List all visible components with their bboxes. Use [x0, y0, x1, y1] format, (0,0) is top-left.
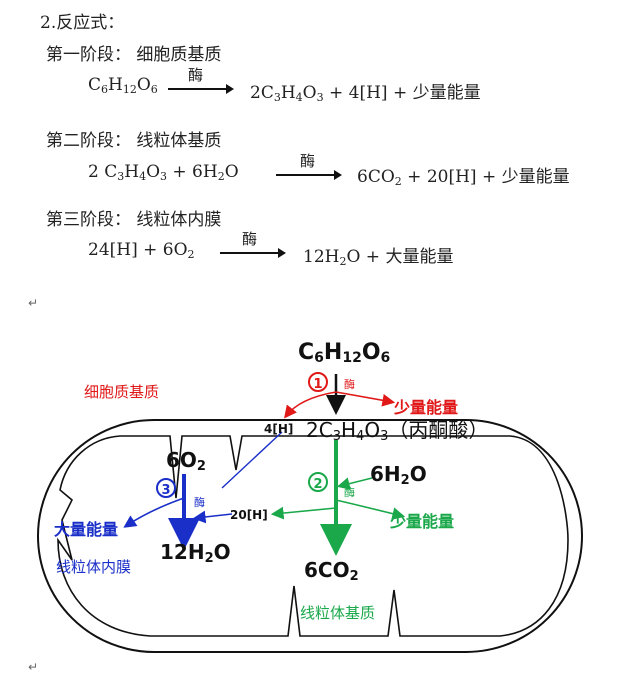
step2-circle — [308, 472, 328, 492]
inner-membrane-label: 线粒体内膜 — [56, 558, 132, 576]
step3-number: 3 — [161, 483, 170, 498]
h4-label: 4[H] — [264, 422, 294, 436]
step3-circle — [156, 478, 176, 498]
arrow-h4-to-membrane — [221, 431, 283, 489]
stage1-enzyme: 酶 — [188, 66, 204, 84]
stage3-arrow — [220, 248, 286, 258]
co2-label: 6CO2 — [304, 558, 359, 584]
enzyme-label-2: 酶 — [344, 486, 355, 499]
stage2-enzyme: 酶 — [300, 152, 316, 170]
step1-circle — [308, 372, 328, 392]
arrow-h4 — [284, 391, 337, 419]
stage1-title: 第一阶段： 细胞质基质 — [46, 45, 222, 65]
stage2-title: 第二阶段： 线粒体基质 — [46, 131, 222, 151]
stage3-enzyme: 酶 — [242, 230, 258, 248]
matrix-label: 线粒体基质 — [300, 604, 376, 622]
arrow-energy-1 — [335, 391, 396, 407]
large-energy-label: 大量能量 — [54, 520, 119, 539]
enzyme-label-1: 酶 — [344, 378, 355, 391]
h20-label: 20[H] — [230, 508, 268, 522]
pyruvate-label: 2C3H4O3（丙酮酸） — [306, 418, 489, 444]
paragraph-mark: ↵ — [28, 296, 39, 310]
stage3-product: 12H2O + 大量能量 — [303, 247, 454, 268]
stage1-product: 2C3H4O3 + 4[H] + 少量能量 — [250, 83, 481, 104]
cytoplasm-label: 细胞质基质 — [84, 383, 160, 401]
arrow-h20-in — [192, 510, 233, 524]
section-title: 2.反应式： — [40, 13, 125, 33]
step2-number: 2 — [313, 477, 322, 492]
stage2-reactant: 2 C3H4O3 + 6H2O — [88, 162, 239, 183]
stage2-product: 6CO2 + 20[H] + 少量能量 — [357, 167, 570, 188]
diagram-glucose: C6H12O6 — [298, 340, 391, 366]
enzyme-label-3: 酶 — [194, 496, 205, 509]
stage2-arrow — [276, 170, 342, 180]
h2o-in-label: 6H2O — [370, 462, 427, 488]
h2o-out-label: 12H2O — [160, 540, 231, 566]
o2-label: 6O2 — [166, 448, 206, 474]
stage1-reactant: C6H12O6 — [88, 75, 158, 96]
small-energy-label-2: 少量能量 — [390, 512, 455, 531]
arrow-h20 — [270, 506, 337, 520]
stage1-arrow — [168, 84, 234, 94]
arrow-energy-3 — [123, 497, 185, 528]
stage3-reactant: 24[H] + 6O2 — [88, 240, 195, 261]
paragraph-mark: ↵ — [28, 660, 39, 674]
step1-number: 1 — [313, 377, 322, 392]
stage3-title: 第三阶段： 线粒体内膜 — [46, 210, 222, 230]
small-energy-label-1: 少量能量 — [394, 398, 459, 417]
